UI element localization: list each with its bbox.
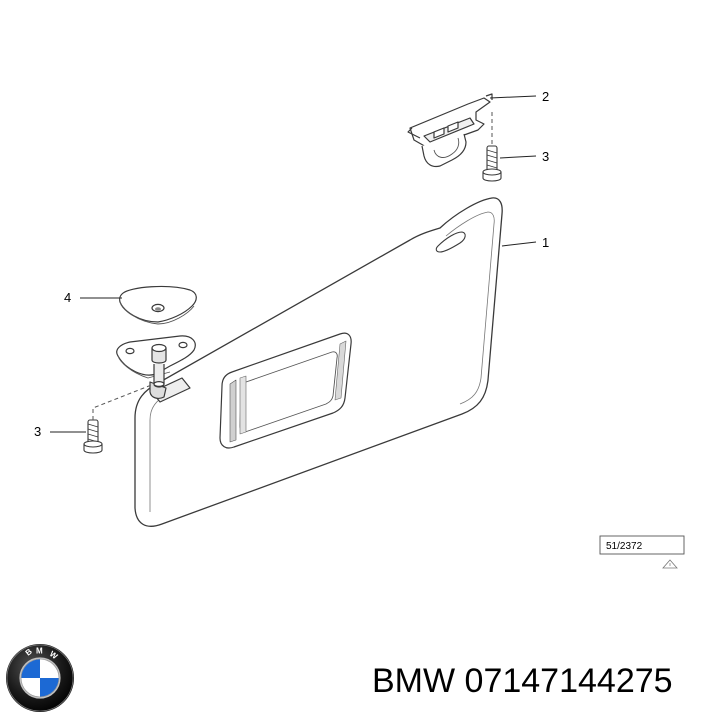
part-number-label: BMW 07147144275 <box>372 664 673 698</box>
screw-bottom <box>83 419 103 454</box>
assembly-guides <box>92 112 493 420</box>
reference-box: 51/2372 <box>599 535 685 569</box>
warning-triangle-icon <box>662 559 678 569</box>
callout-3-top: 3 <box>542 149 549 164</box>
callout-2: 2 <box>542 89 549 104</box>
sun-visor <box>134 197 503 527</box>
callout-3-bottom: 3 <box>34 424 41 439</box>
part-number: 07147144275 <box>464 662 673 700</box>
svg-text:W: W <box>48 649 60 661</box>
bmw-logo-icon: B M W <box>6 644 74 712</box>
visor-clip <box>407 93 493 168</box>
cover-cap <box>119 285 197 325</box>
bearing-plate <box>116 335 196 388</box>
screw-top <box>482 145 502 182</box>
brand-name: BMW <box>372 662 456 700</box>
svg-text:M: M <box>36 647 43 656</box>
svg-text:B: B <box>24 647 34 658</box>
leader-lines <box>50 95 537 433</box>
visor-hinge <box>149 377 191 403</box>
reference-code: 51/2372 <box>606 541 643 552</box>
callout-1: 1 <box>542 235 549 250</box>
callout-4: 4 <box>64 290 71 305</box>
